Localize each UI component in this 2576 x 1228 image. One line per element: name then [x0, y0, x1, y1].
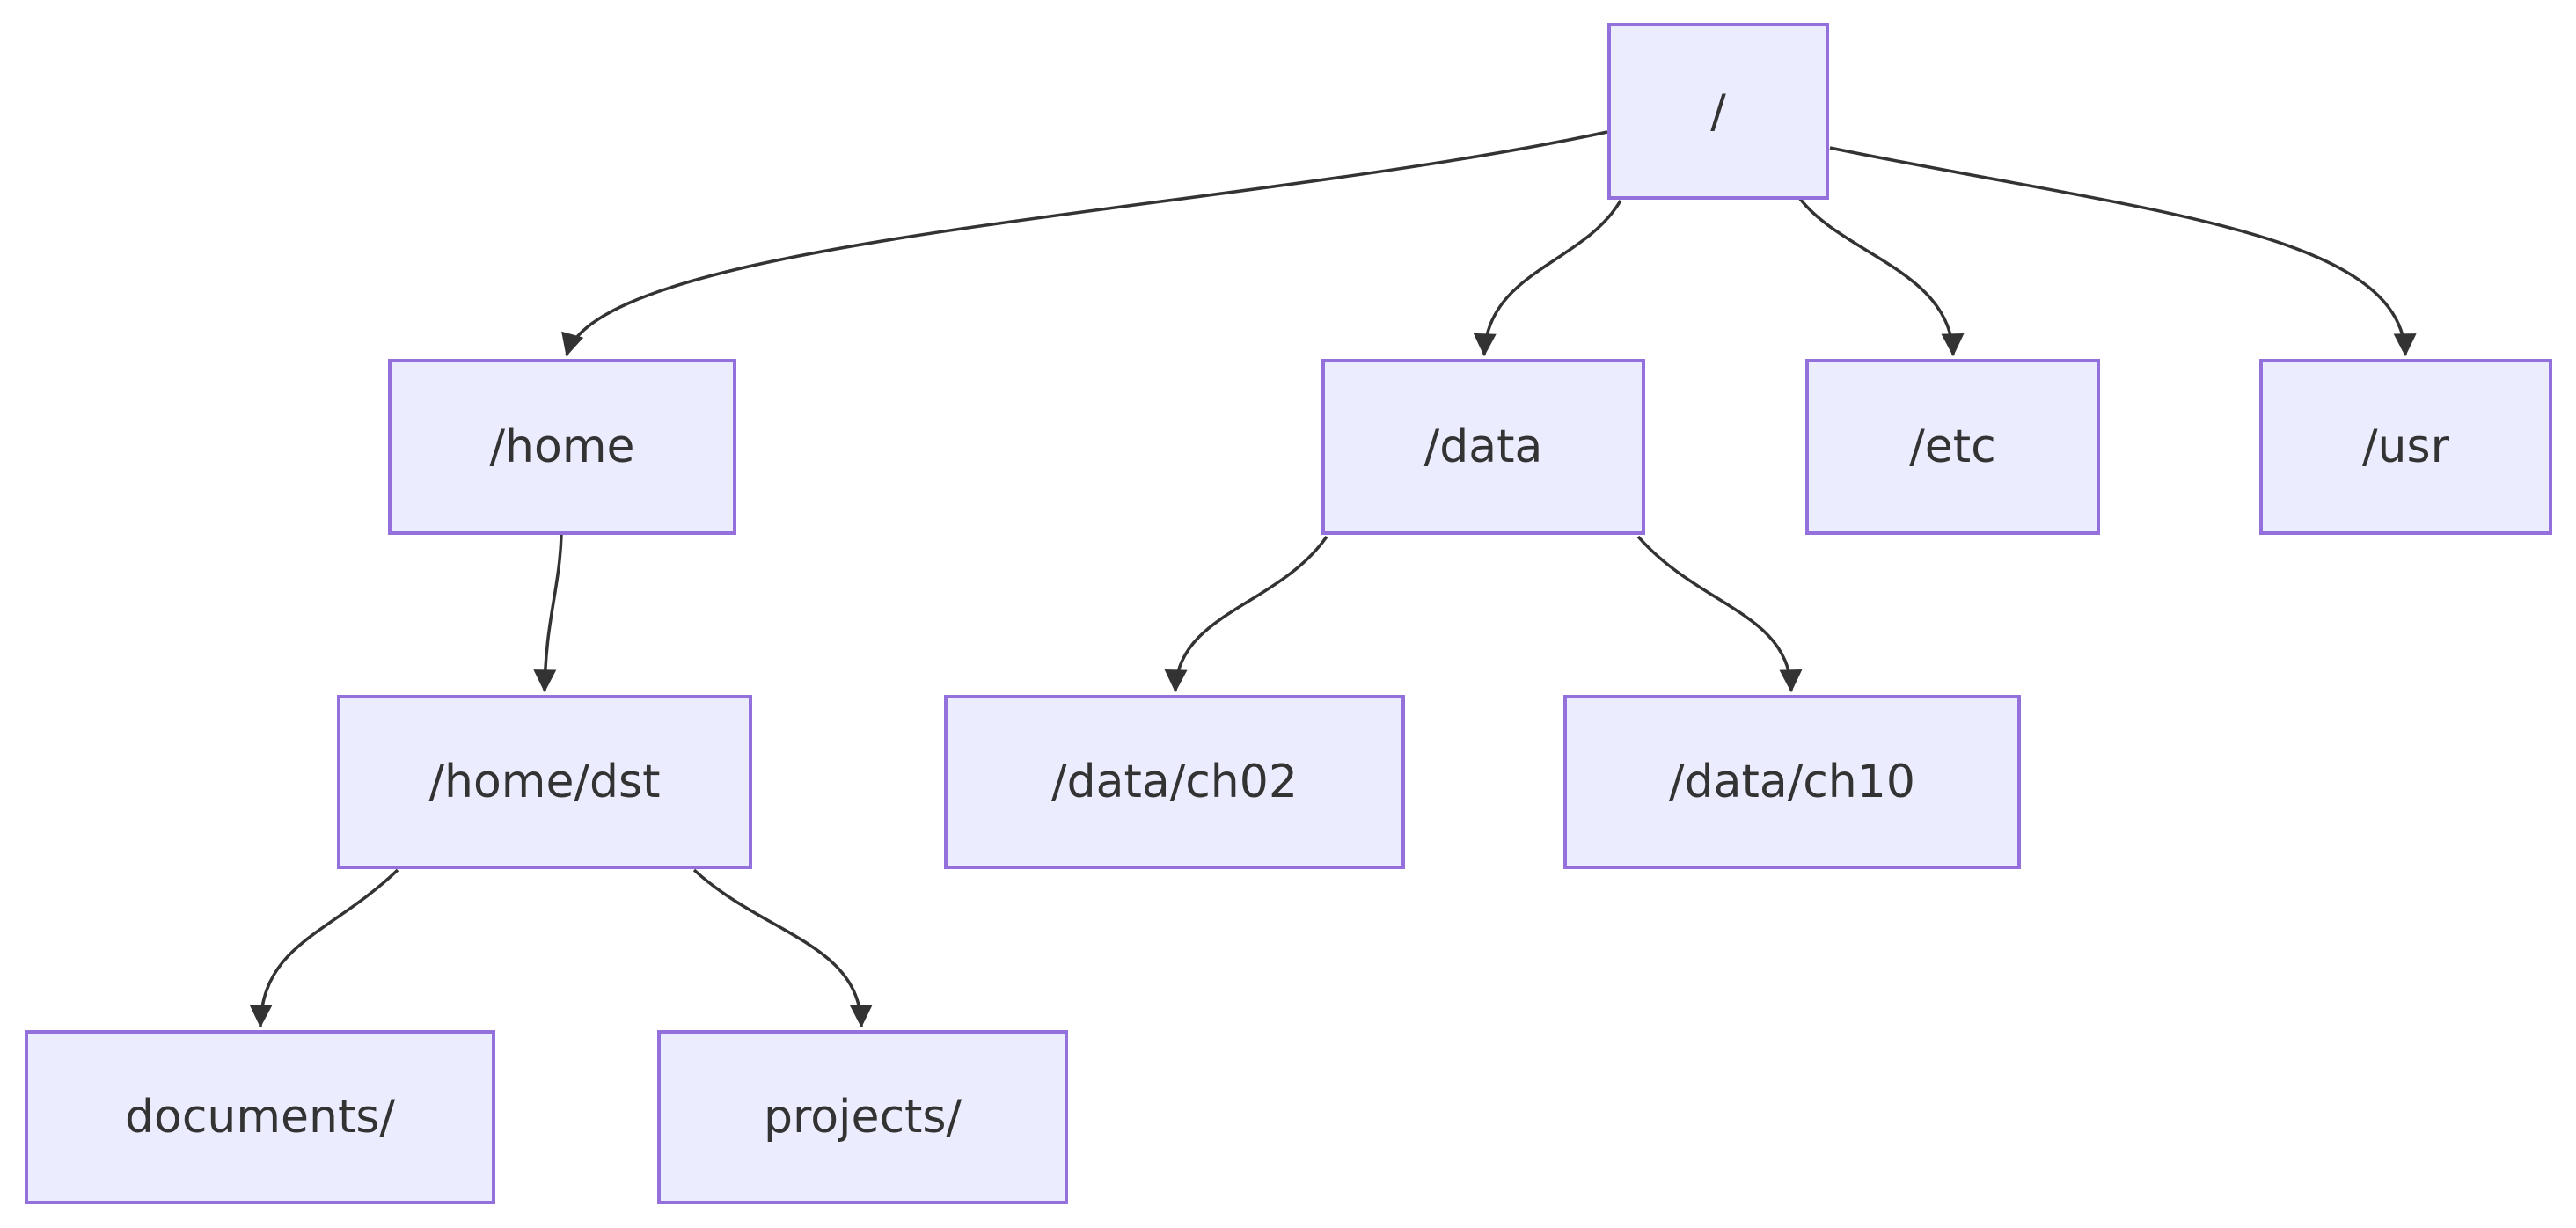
node-documents-label: documents/	[125, 1091, 395, 1144]
node-data: /data	[1321, 359, 1645, 535]
edge-root-to-usr	[1829, 146, 2417, 357]
node-root-label: /	[1710, 84, 1726, 138]
node-etc: /etc	[1805, 359, 2100, 535]
node-documents: documents/	[25, 1030, 495, 1204]
node-root: /	[1607, 23, 1829, 200]
node-home: /home	[388, 359, 736, 535]
edge-home-to-home-dst	[533, 534, 563, 693]
node-etc-label: /etc	[1909, 420, 1996, 473]
node-data-label: /data	[1423, 420, 1543, 473]
node-home-dst-label: /home/dst	[428, 756, 661, 808]
node-home-dst: /home/dst	[337, 695, 752, 869]
node-projects-label: projects/	[763, 1091, 962, 1144]
node-data-ch02-label: /data/ch02	[1051, 756, 1298, 808]
edge-root-to-data	[1473, 200, 1622, 357]
node-usr-label: /usr	[2362, 420, 2449, 473]
edge-home-dst-to-projects	[692, 868, 873, 1028]
edge-root-to-etc	[1798, 197, 1965, 357]
node-data-ch02: /data/ch02	[944, 695, 1405, 869]
node-projects: projects/	[657, 1030, 1068, 1204]
edge-data-to-data-ch02	[1164, 535, 1328, 693]
node-home-label: /home	[489, 420, 635, 473]
node-usr: /usr	[2259, 359, 2552, 535]
edge-home-dst-to-documents	[249, 868, 399, 1028]
edge-data-to-data-ch10	[1636, 535, 1803, 693]
node-data-ch10: /data/ch10	[1563, 695, 2021, 869]
edge-root-to-home	[561, 130, 1608, 357]
node-data-ch10-label: /data/ch10	[1669, 756, 1915, 808]
